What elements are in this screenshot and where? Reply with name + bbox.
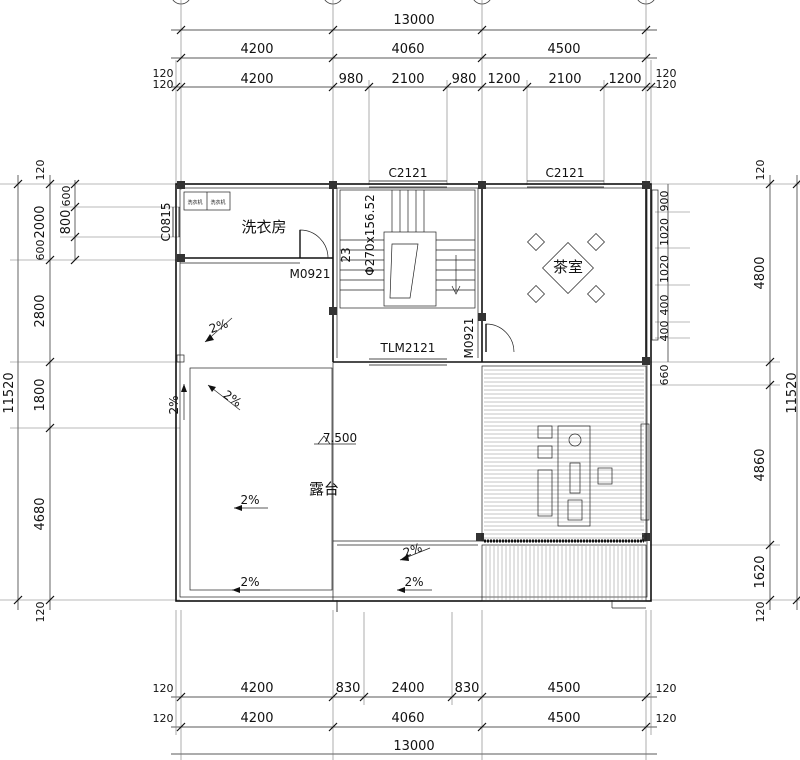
slope-7: 2% xyxy=(404,575,423,589)
dim-bot-edge-a: 120 xyxy=(153,682,174,695)
dim-right-total: 11520 xyxy=(785,372,800,413)
deck-area xyxy=(481,365,650,602)
dim-right-seg-e: 1620 xyxy=(753,555,768,588)
dim-left-seg-i: 120 xyxy=(34,602,47,623)
door-right-label: M0921 xyxy=(462,318,476,359)
dim-bot-r2-c: 4500 xyxy=(547,711,580,726)
dim-left-seg-c: 800 xyxy=(59,210,74,235)
slope-4: 2% xyxy=(240,493,259,507)
washer-label-2: 洗衣机 xyxy=(210,199,225,206)
right-dimensions: 11520 120 4800 660 4860 1620 120 900 102… xyxy=(650,160,800,623)
stair-note-label: Φ270x156.52 xyxy=(363,194,377,275)
left-dimensions: 11520 120 2000 800 600 600 2800 1800 468… xyxy=(0,160,180,623)
slope-6: 2% xyxy=(401,540,424,560)
dim-top-r1-b: 4060 xyxy=(391,42,424,57)
walls xyxy=(172,180,652,612)
stair-steps-label: 23 xyxy=(339,247,353,262)
window-left-label: C2121 xyxy=(389,166,428,180)
dim-bot-r2-b: 4060 xyxy=(391,711,424,726)
slope-5: 2% xyxy=(240,575,259,589)
dim-top-r1-c: 4500 xyxy=(547,42,580,57)
bottom-edge-steps xyxy=(336,600,646,612)
terrace: 露台 7.500 2% 2% 2% 2% 2% 2% 2% xyxy=(167,316,432,593)
terrace-label: 露台 xyxy=(309,480,339,498)
door-laundry-label: M0921 xyxy=(290,267,331,281)
dim-top-r1-a: 4200 xyxy=(240,42,273,57)
sliding-door-label: TLM2121 xyxy=(380,341,436,355)
dim-top-r2-d: 980 xyxy=(452,72,477,87)
dim-bot-r1-c: 2400 xyxy=(391,681,424,696)
dim-left-seg-e: 600 xyxy=(34,240,47,261)
tea-room: 茶室 C2121 C2121 TLM2121 M0921 xyxy=(380,166,659,359)
dim-top-r2-a: 4200 xyxy=(240,72,273,87)
dim-right-seg-b: 4800 xyxy=(753,256,768,289)
dim-bot-edge-c: 120 xyxy=(656,682,677,695)
dim-left-seg-h: 4680 xyxy=(33,497,48,530)
dim-top-r2-g: 1200 xyxy=(608,72,641,87)
dim-right-inner-b: 1020 xyxy=(658,218,671,246)
window-right-label: C2121 xyxy=(546,166,585,180)
dim-right-seg-a: 120 xyxy=(754,160,767,181)
dim-top-edge-b: 120 xyxy=(153,78,174,91)
dim-right-seg-c: 660 xyxy=(658,365,671,386)
tea-room-label: 茶室 xyxy=(553,258,583,276)
staircase: Φ270x156.52 23 xyxy=(339,189,476,309)
slope-2: 2% xyxy=(220,388,244,410)
dim-right-seg-d: 4860 xyxy=(753,448,768,481)
dim-bot-total: 13000 xyxy=(393,739,434,754)
dim-top-r2-e: 1200 xyxy=(487,72,520,87)
top-dimensions: 13000 4200 4060 4500 4200 980 2100 980 1… xyxy=(153,0,677,190)
dim-bot-r1-a: 4200 xyxy=(240,681,273,696)
dim-bot-r1-e: 4500 xyxy=(547,681,580,696)
dim-left-seg-a: 120 xyxy=(34,160,47,181)
elevation-label: 7.500 xyxy=(323,431,357,445)
bottom-dimensions: 4200 830 2400 830 4500 4200 4060 4500 13… xyxy=(153,610,677,760)
dim-right-inner-c: 1020 xyxy=(658,255,671,283)
dim-right-inner-d: 400 xyxy=(658,295,671,316)
dim-top-edge-c: 120 xyxy=(656,67,677,80)
dim-right-inner-e: 400 xyxy=(658,321,671,342)
dim-right-inner-a: 900 xyxy=(658,191,671,212)
slope-3: 2% xyxy=(167,395,181,414)
dim-right-seg-f: 120 xyxy=(754,602,767,623)
dim-left-seg-b: 2000 xyxy=(33,205,48,238)
dim-bot-r1-b: 830 xyxy=(336,681,361,696)
dim-top-edge-d: 120 xyxy=(656,78,677,91)
laundry-room-label: 洗衣房 xyxy=(241,218,286,236)
slope-1: 2% xyxy=(207,316,230,336)
dim-bot-r1-d: 830 xyxy=(455,681,480,696)
dim-bot-edge-d: 120 xyxy=(656,712,677,725)
dim-left-seg-d: 600 xyxy=(60,186,73,207)
dim-left-seg-g: 1800 xyxy=(33,378,48,411)
dim-top-r2-c: 2100 xyxy=(391,72,424,87)
laundry-room: 洗衣机 洗衣机 洗衣房 M0921 C0815 xyxy=(159,191,331,281)
dim-top-total: 13000 xyxy=(393,13,434,28)
dim-bot-edge-b: 120 xyxy=(153,712,174,725)
dim-left-total: 11520 xyxy=(2,372,17,413)
dim-top-r2-f: 2100 xyxy=(548,72,581,87)
dim-top-edge-a: 120 xyxy=(153,67,174,80)
window-small-label: C0815 xyxy=(159,203,173,242)
dim-left-seg-f: 2800 xyxy=(33,294,48,327)
dim-bot-r2-a: 4200 xyxy=(240,711,273,726)
washer-label-1: 洗衣机 xyxy=(187,199,202,206)
dim-top-r2-b: 980 xyxy=(339,72,364,87)
